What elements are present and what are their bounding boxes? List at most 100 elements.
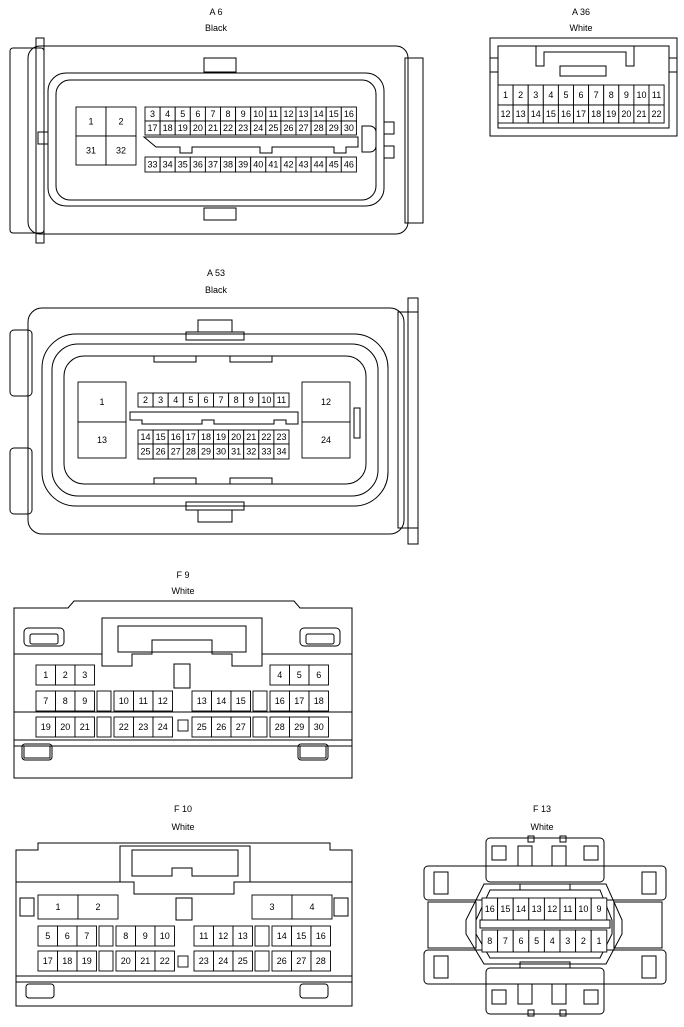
a36-pin-label: 10 [636,90,646,100]
a36-pin-label: 12 [501,109,511,119]
f9-pin-label: 3 [82,670,87,680]
connector-f13-color: White [530,822,553,832]
f10-pin-2 [77,894,119,920]
a53-pin-label: 28 [186,447,196,457]
a6-pin-label: 35 [178,160,188,170]
a36-pin-22 [648,104,665,124]
a6-pin-label: 18 [163,123,173,133]
a53-pin-label: 31 [231,447,241,457]
connector-f10-code: F 10 [174,804,192,814]
a53-pin-label: 29 [201,447,211,457]
f9-pin-15 [230,690,251,712]
a36-pin-label: 20 [621,109,631,119]
a36-pin-label: 4 [548,90,553,100]
f9-pin-label: 17 [294,696,304,706]
a36-pin-label: 21 [636,109,646,119]
connector-f9-code: F 9 [176,570,189,580]
f13-pin-label: 2 [581,936,586,946]
a53-pin-label: 34 [276,447,286,457]
f9-pin-label: 6 [316,670,321,680]
f10-pin-label: 23 [199,956,209,966]
f10-pin-28 [310,950,331,972]
f13-pin-label: 9 [596,904,601,914]
a6-pin-label: 37 [208,160,218,170]
a53-pin-label: 23 [276,432,286,442]
a6-pin-label: 5 [180,109,185,119]
a6-pin-label: 44 [314,160,324,170]
f9-pin- [96,716,112,738]
f9-pin-label: 22 [119,722,129,732]
a6-pin-label: 40 [253,160,263,170]
a53-pin-label: 26 [156,447,166,457]
connector-a36-color: White [569,23,592,33]
f10-pin-label: 27 [296,956,306,966]
a53-pin-label: 8 [234,395,239,405]
f10-pin-1 [37,894,79,920]
f13-pin-1 [590,929,608,953]
a6-pin-label: 39 [238,160,248,170]
f9-pin-label: 5 [297,670,302,680]
a53-pin-label: 33 [261,447,271,457]
f9-pin-24 [152,716,173,738]
a6-pin-label: 27 [299,123,309,133]
a53-pin-label: 11 [277,395,286,405]
f13-pin-label: 1 [596,936,601,946]
f10-pin-label: 6 [65,931,70,941]
f10-pin-label: 10 [160,931,170,941]
f10-pin-10 [154,925,175,947]
a53-pin-label: 2 [143,395,148,405]
f13-pin-label: 13 [532,904,542,914]
f13-pin-label: 11 [563,904,572,914]
a6-pin-label: 31 [86,146,96,156]
f13-pin-label: 15 [500,904,510,914]
a53-pin-label: 22 [261,432,271,442]
f10-pin-label: 7 [84,931,89,941]
a6-pin-label: 33 [148,160,158,170]
a6-pin-label: 2 [118,117,123,127]
a53-pin-label: 14 [141,432,151,442]
f10-pin-19 [76,950,97,972]
f9-pin-label: 18 [314,696,324,706]
f9-pin-label: 19 [41,722,51,732]
a6-pin-label: 43 [299,160,309,170]
a36-pin-label: 14 [531,109,541,119]
a6-pin-label: 25 [268,123,278,133]
a6-pin-label: 10 [253,109,263,119]
a6-pin-1 [75,106,107,137]
a53-pin-label: 19 [216,432,226,442]
f13-pin-label: 8 [487,936,492,946]
a36-pin-label: 9 [624,90,629,100]
f10-pin-label: 14 [277,931,287,941]
f10-pin-label: 3 [269,902,274,912]
a36-pin-label: 1 [503,90,508,100]
f9-pin-label: 8 [63,696,68,706]
a6-pin-label: 41 [268,160,278,170]
f9-pin-label: 11 [139,696,148,706]
a6-pin-label: 46 [344,160,354,170]
a6-pin-label: 9 [241,109,246,119]
a53-pin-label: 21 [246,432,256,442]
a6-pin-label: 19 [178,123,188,133]
f9-pin-label: 16 [275,696,285,706]
f10-pin-4 [291,894,333,920]
a36-pin-label: 11 [652,90,661,100]
a6-pin-label: 14 [314,109,324,119]
a53-pin-13 [77,421,127,459]
a6-pin-label: 6 [195,109,200,119]
f10-pin-label: 22 [160,956,170,966]
f13-pin-label: 14 [516,904,526,914]
f9-pin-label: 14 [216,696,226,706]
connector-f13-code: F 13 [533,804,551,814]
a53-pin-label: 1 [99,397,104,407]
f9-pin-12 [152,690,173,712]
connector-a6-code: A 6 [209,7,222,17]
a6-pin-label: 32 [116,146,126,156]
a36-pin-label: 22 [652,109,662,119]
a53-pin-label: 25 [141,447,151,457]
a53-pin-label: 32 [246,447,256,457]
